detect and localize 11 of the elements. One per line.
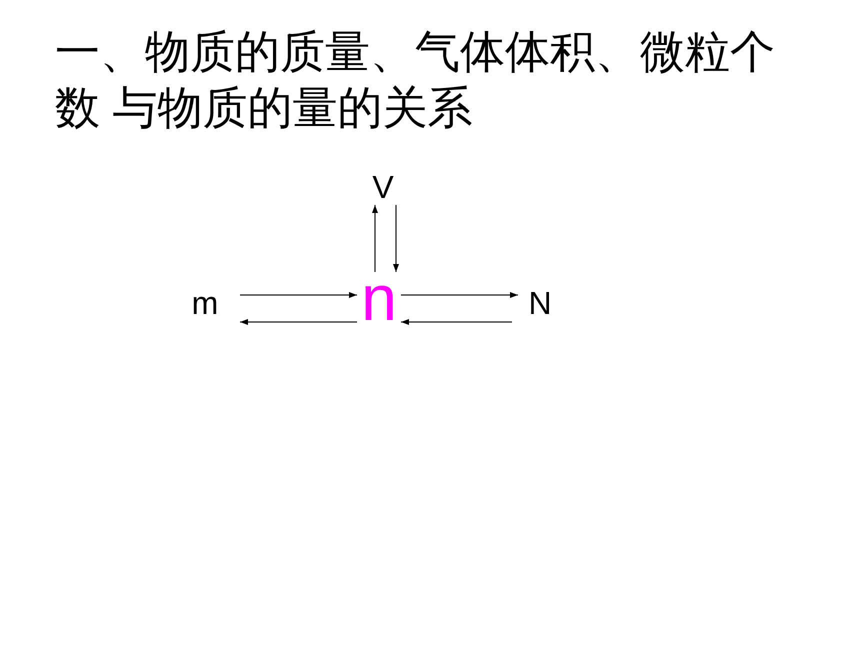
variable-label: V: [368, 170, 398, 204]
variable-label: N: [524, 286, 556, 320]
title: 一、物质的质量、气体体积、微粒个数 与物质的量的关系: [55, 25, 776, 135]
arrow: [372, 204, 378, 272]
variable-label: m: [188, 286, 222, 320]
arrow: [240, 319, 358, 325]
arrow: [400, 319, 512, 325]
arrow: [400, 292, 518, 298]
central-variable: n: [357, 270, 401, 326]
arrow: [240, 292, 358, 298]
arrow: [393, 204, 399, 272]
